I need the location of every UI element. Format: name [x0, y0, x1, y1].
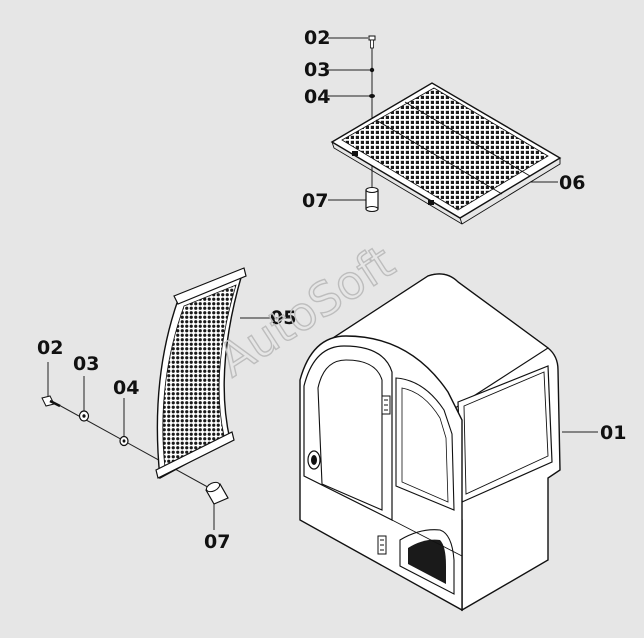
operator-cab: 01	[299, 273, 626, 612]
label-top-07: 07	[302, 190, 328, 212]
label-side-04: 04	[113, 377, 139, 399]
label-side-03: 03	[73, 353, 99, 375]
roof-guard-assembly: 02 03 04 07 06	[302, 27, 585, 225]
label-side-07: 07	[204, 531, 230, 553]
top-bolt	[368, 35, 376, 49]
label-cab-01: 01	[600, 422, 626, 444]
roof-mesh-guard	[330, 82, 562, 225]
side-bolt	[41, 395, 61, 408]
label-side-02: 02	[37, 337, 63, 359]
label-top-02: 02	[304, 27, 330, 49]
side-spacer	[205, 481, 229, 505]
label-top-04: 04	[304, 86, 330, 108]
label-side-05: 05	[270, 307, 296, 329]
top-washer	[369, 67, 375, 73]
front-guard-assembly: 05 02 03 04 07	[37, 267, 296, 553]
label-top-03: 03	[304, 59, 330, 81]
top-lock-washer	[369, 94, 375, 98]
top-spacer	[365, 187, 379, 212]
front-mesh-guard	[155, 267, 247, 480]
label-top-06: 06	[559, 172, 585, 194]
